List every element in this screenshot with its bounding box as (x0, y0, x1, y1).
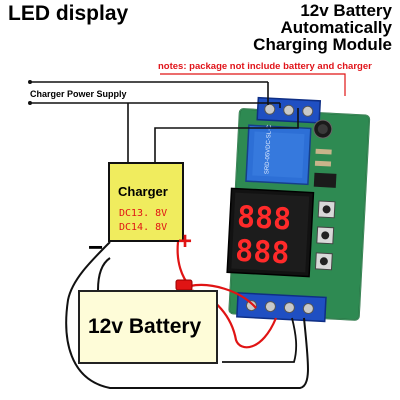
module-button-3-cap (319, 257, 328, 266)
product-title-line-2: Automatically (280, 18, 392, 37)
wire-connector (175, 279, 193, 291)
charger-voltage-2: DC14. 8V (119, 222, 168, 233)
relay-text: SRD-05VDC-SL-C (264, 124, 273, 175)
negative-terminal-sign: − (88, 232, 104, 262)
module-button-2-cap (321, 231, 330, 240)
supply-to-charger-wire-2 (154, 108, 299, 162)
charger-label: Charger (118, 184, 168, 199)
bottom-terminal-screw-2 (264, 301, 276, 313)
bottom-terminal-screw-4 (302, 303, 314, 315)
charger-power-supply-label: Charger Power Supply (30, 89, 127, 99)
bottom-terminal-block (236, 292, 327, 323)
top-terminal-screw-1 (264, 103, 276, 115)
led-display-title: LED display (8, 2, 129, 25)
product-title-line-1: 12v Battery (300, 1, 392, 20)
led-display-value-2: 888 (234, 234, 290, 272)
product-title-line-3: Charging Module (253, 35, 392, 54)
top-terminal-screw-3 (302, 105, 314, 117)
led-display-value: 888 (236, 200, 292, 238)
module-button-1-cap (322, 205, 331, 214)
top-terminal-screw-2 (283, 104, 295, 116)
resistor-1 (315, 148, 332, 155)
bottom-terminal-screw-1 (245, 300, 257, 312)
package-note: notes: package not include battery and c… (158, 61, 372, 72)
supply-wire-1-end (28, 80, 32, 84)
chip (313, 172, 337, 188)
battery-box (78, 290, 218, 364)
module-output-wire (222, 317, 298, 363)
resistor-2 (314, 160, 332, 167)
supply-wire-2-end (28, 101, 32, 105)
battery-negative-wire (97, 257, 111, 291)
relay-sticker (252, 131, 305, 179)
positive-terminal-sign: + (178, 228, 193, 255)
led-display-bezel (231, 192, 310, 273)
charging-module: SRD-05VDC-SL-C 888 888 (226, 96, 371, 323)
battery-label: 12v Battery (88, 315, 202, 338)
note-arrow-line (160, 73, 346, 96)
charger-voltage-1: DC13. 8V (119, 208, 168, 219)
capacitor-top (317, 124, 328, 135)
charger-box (108, 162, 184, 242)
charger-negative-wire (65, 241, 309, 389)
bottom-terminal-screw-3 (283, 302, 295, 314)
